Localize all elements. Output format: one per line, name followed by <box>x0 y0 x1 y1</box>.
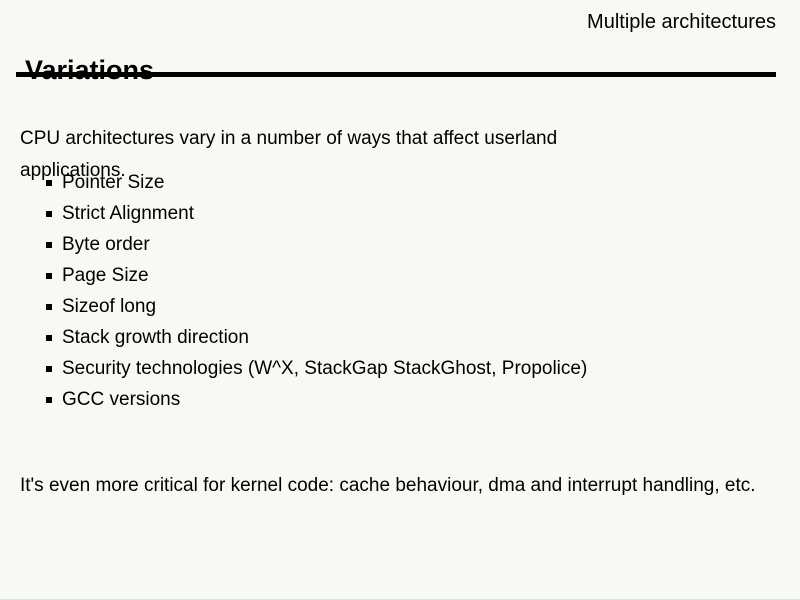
bullet-square-icon <box>46 210 52 217</box>
bullet-square-icon <box>46 303 52 310</box>
list-item: Sizeof long <box>46 291 587 322</box>
bullet-text: Sizeof long <box>62 296 157 317</box>
bullet-text: Pointer Size <box>62 172 165 193</box>
bullet-text: Stack growth direction <box>62 327 249 348</box>
bullet-square-icon <box>46 334 52 341</box>
list-item: Byte order <box>46 229 587 260</box>
list-item: Strict Alignment <box>46 198 587 229</box>
bullet-square-icon <box>46 272 52 279</box>
bullet-text: GCC versions <box>62 389 181 410</box>
variations-bullet-list: Pointer Size Strict Alignment Byte order… <box>46 167 587 415</box>
intro-paragraph: CPU architectures vary in a number of wa… <box>20 128 558 181</box>
list-item: Stack growth direction <box>46 322 587 353</box>
title-rule-divider <box>16 72 776 77</box>
list-item: GCC versions <box>46 384 587 415</box>
page-title: Variations <box>25 55 155 86</box>
bullet-square-icon <box>46 241 52 248</box>
list-item: Page Size <box>46 260 587 291</box>
bullet-text: Strict Alignment <box>62 203 194 224</box>
list-item: Security technologies (W^X, StackGap Sta… <box>46 353 587 384</box>
list-item: Pointer Size <box>46 167 587 198</box>
slide-header-topic: Multiple architectures <box>587 11 776 33</box>
bullet-square-icon <box>46 396 52 403</box>
bullet-text: Page Size <box>62 265 149 286</box>
bullet-text: Byte order <box>62 234 150 255</box>
bullet-text: Security technologies (W^X, StackGap Sta… <box>62 358 588 379</box>
footer-paragraph: It's even more critical for kernel code:… <box>20 475 756 496</box>
bullet-square-icon <box>46 179 52 186</box>
bullet-square-icon <box>46 365 52 372</box>
